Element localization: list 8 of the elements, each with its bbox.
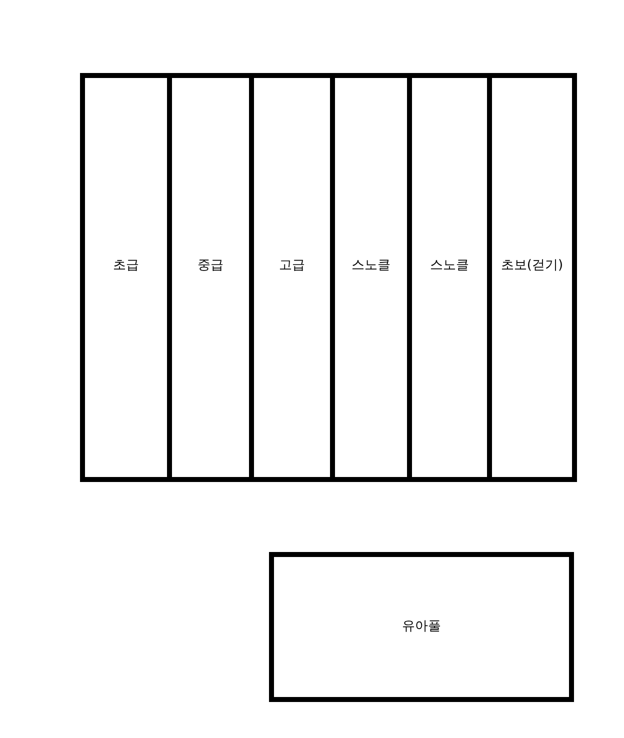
kiddie-pool-box: [269, 552, 574, 702]
lane-label: 초급: [113, 256, 139, 275]
lane-label: 스노클: [430, 256, 469, 275]
lane-label: 유아풀: [402, 618, 441, 636]
lane-label: 스노클: [352, 256, 390, 275]
lane-label: 중급: [198, 256, 224, 275]
lane-label: 초보(걷기): [500, 256, 564, 275]
lane-label: 고급: [279, 256, 305, 275]
